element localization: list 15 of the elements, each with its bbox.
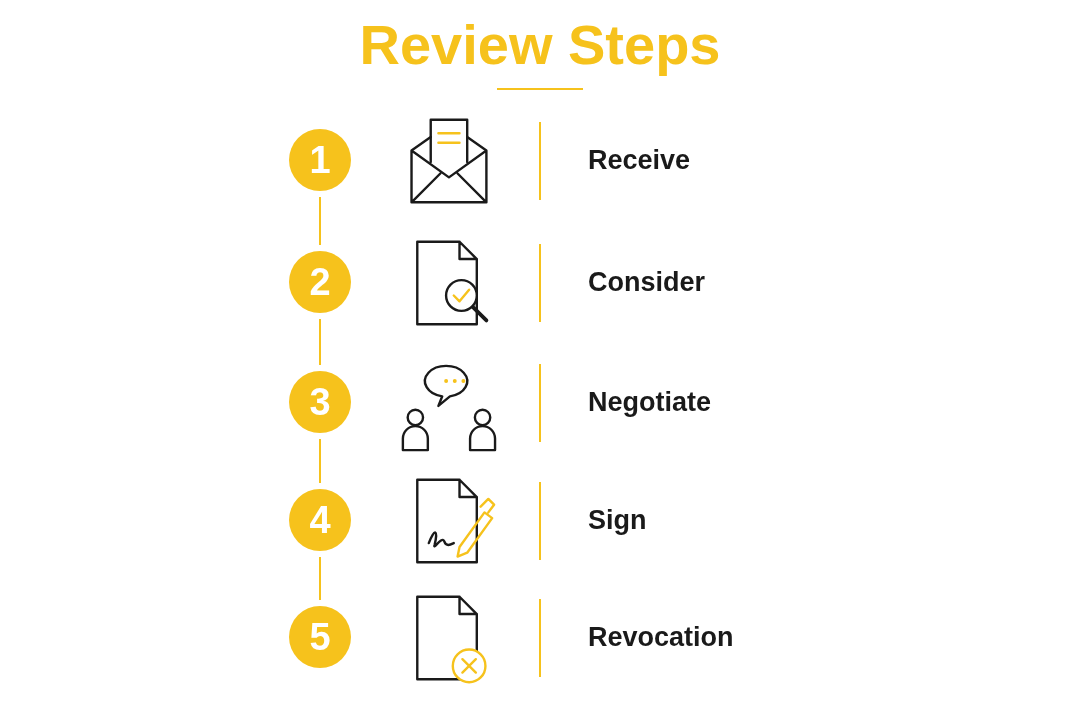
step-label: Negotiate	[588, 386, 712, 418]
connector-line	[319, 556, 321, 601]
connector-line	[319, 438, 321, 484]
step-label: Sign	[588, 504, 647, 536]
step-badge: 5	[289, 606, 351, 668]
step-label: Consider	[588, 266, 706, 298]
step-label: Receive	[588, 144, 691, 176]
step-badge: 4	[289, 489, 351, 551]
step-badge: 1	[289, 129, 351, 191]
step-label: Revocation	[588, 621, 734, 653]
step-badge: 3	[289, 371, 351, 433]
step-badge: 2	[289, 251, 351, 313]
title: Review Steps	[359, 12, 721, 77]
connector-line	[319, 318, 321, 366]
connector-line	[319, 196, 321, 246]
